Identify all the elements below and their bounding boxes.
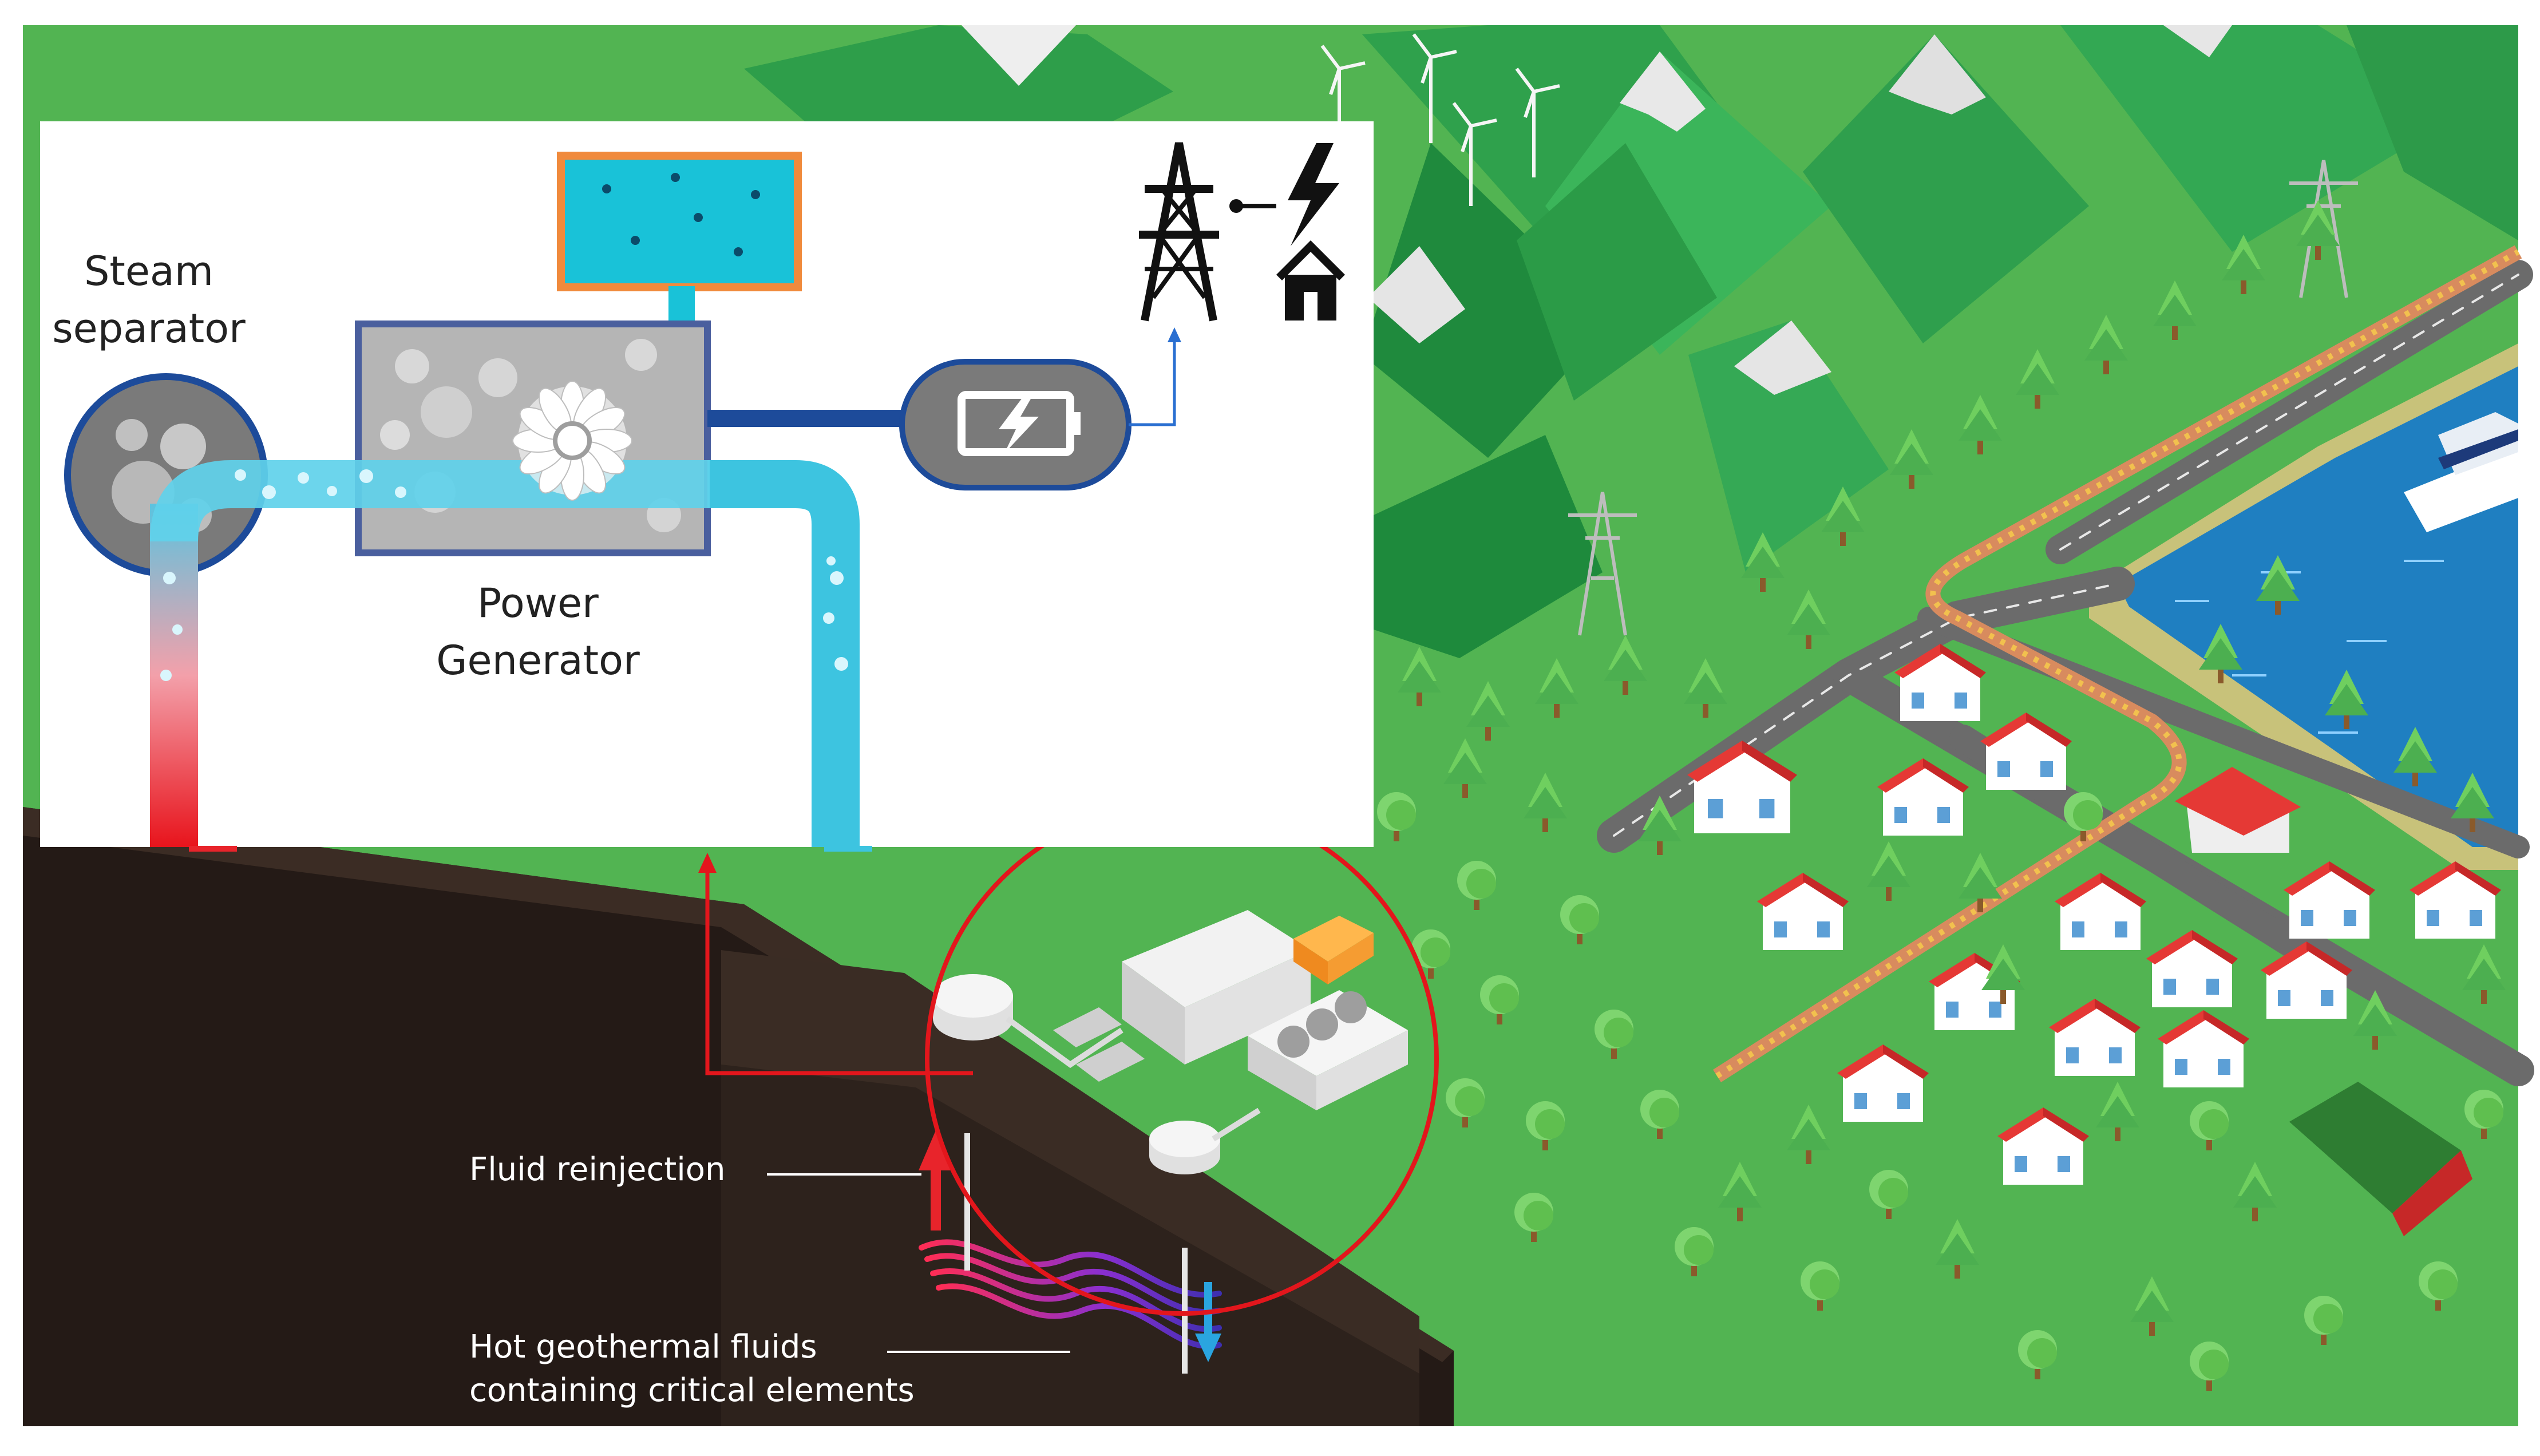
reinjection-arrow <box>1195 1282 1221 1362</box>
hot-pipe <box>150 504 198 847</box>
inset-panel: Steam separator Power Generator <box>40 121 1374 852</box>
cold-pipe <box>707 460 860 847</box>
production-arrow <box>919 1130 953 1231</box>
power-generator-label-line2: Generator <box>436 637 640 684</box>
steam-separator-label-line1: Steam <box>84 248 213 295</box>
battery-icon <box>899 359 1131 490</box>
flow-connector <box>698 853 973 1075</box>
boat <box>2404 412 2518 532</box>
power-generator-label-line1: Power <box>477 580 599 627</box>
steam-pipe <box>150 460 710 543</box>
geothermal-plant <box>933 910 1408 1174</box>
railway <box>1712 245 2522 1082</box>
well-pipes <box>964 1133 1188 1374</box>
hot-fluids-label-line1: Hot geothermal fluids <box>469 1328 817 1366</box>
steam-bubbles <box>160 469 406 681</box>
generator-battery-link <box>707 410 902 427</box>
mountain-range <box>744 25 2518 658</box>
hot-pipe-stub <box>189 846 237 852</box>
power-grid-icon <box>1139 142 1276 322</box>
turbine-icon <box>512 381 632 501</box>
cold-pipe-stub <box>824 846 872 852</box>
landscape-pylons <box>1568 160 2358 636</box>
grid-link-line <box>1129 338 1176 426</box>
steam-separator-label-line2: separator <box>52 305 246 352</box>
brine-tank-icon <box>557 152 802 291</box>
village-houses <box>1687 644 2501 1236</box>
hot-fluids-label-line2: containing critical elements <box>469 1372 915 1409</box>
lightning-icon <box>1288 143 1339 246</box>
house-icon <box>1276 240 1345 321</box>
callout-lines <box>767 1173 1070 1353</box>
fluid-reinjection-label: Fluid reinjection <box>469 1151 726 1188</box>
